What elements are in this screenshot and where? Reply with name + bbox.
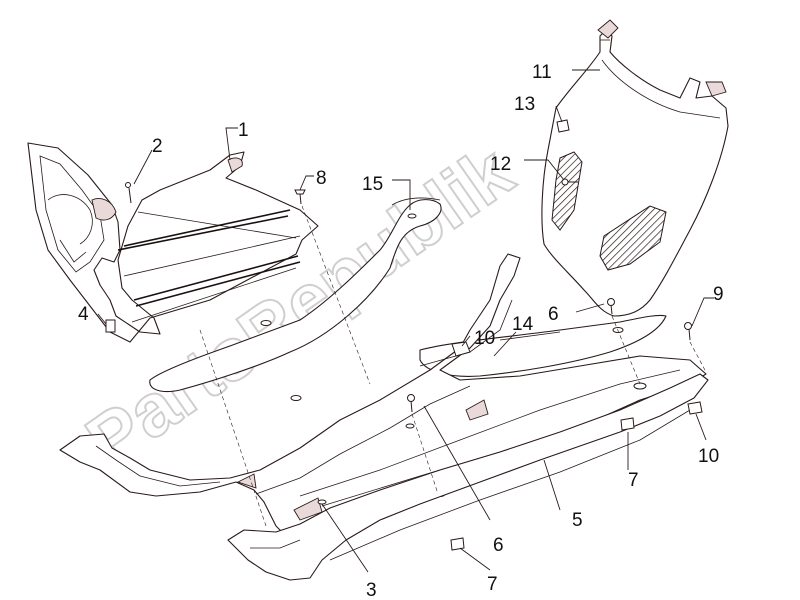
callout-10-center: 10 [474,328,495,349]
callout-2: 2 [152,136,163,157]
clip-7-bottom [450,537,465,551]
callout-1: 1 [238,120,249,141]
screw-8 [294,189,306,205]
callout-13: 13 [514,94,535,115]
callout-4: 4 [78,304,89,325]
screw-12 [561,178,578,186]
part-side-skirt [227,373,709,581]
callout-labels: 1 2 3 4 5 6 6 7 7 8 9 10 10 11 12 13 14 … [78,62,724,600]
clip-13 [556,119,570,133]
part-front-shield-frame [27,142,319,343]
callout-12: 12 [490,154,511,175]
nut-10-right [687,401,703,415]
screw-9 [684,322,692,341]
screw-6-lower [407,394,415,413]
callout-8: 8 [316,168,327,189]
callout-9: 9 [713,284,724,305]
callout-14: 14 [512,314,534,335]
part-leg-shield [541,19,729,317]
nut-10-center [451,341,471,357]
leader-lines [97,69,714,573]
clip-4 [105,319,116,333]
callout-6-lower: 6 [493,535,504,556]
screw-2 [125,182,132,204]
callout-10-right: 10 [698,446,719,467]
callout-5: 5 [572,510,583,531]
callout-3: 3 [366,580,377,600]
callout-6-upper: 6 [548,304,559,325]
hardware [105,119,703,551]
clip-7-right [620,417,635,431]
screw-6-upper [607,298,615,315]
callout-7-right: 7 [628,470,639,491]
assembly-lines [199,205,707,527]
part-floor-mat [149,197,442,401]
callout-15: 15 [362,174,383,195]
callout-11: 11 [532,62,552,83]
callout-7-bottom: 7 [487,574,498,595]
